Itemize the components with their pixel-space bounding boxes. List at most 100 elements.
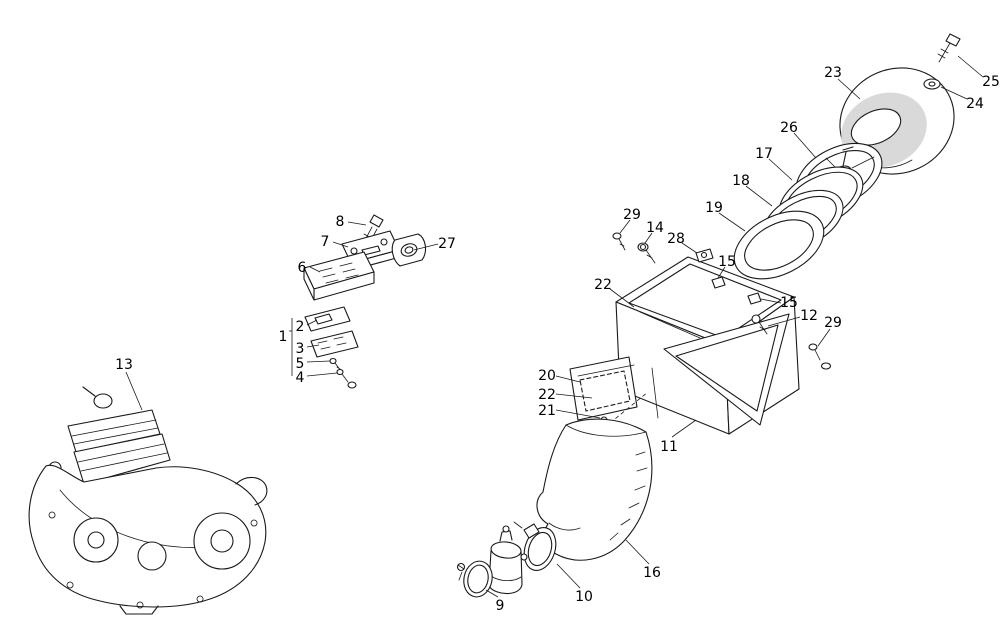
clip28-hole — [700, 251, 708, 259]
part-box-bolt-12 — [751, 314, 768, 335]
part-label-7: 7 — [321, 234, 330, 250]
leader-21 — [555, 409, 601, 419]
reed-gasket-window — [314, 313, 333, 325]
leader-28 — [681, 242, 698, 254]
part-label-9: 9 — [496, 598, 505, 614]
part-label-1: 1 — [279, 329, 288, 345]
carb-side-nub — [520, 553, 528, 561]
carb-fitting-nut — [502, 525, 510, 533]
part-filter-washer-24 — [923, 78, 941, 90]
part-label-19: 19 — [705, 200, 723, 216]
part-carburetor-clamp — [456, 560, 493, 598]
bolt12-shaft — [758, 321, 768, 335]
part-label-6: 6 — [298, 260, 307, 276]
part-label-8: 8 — [336, 214, 345, 230]
leader-12 — [767, 316, 801, 327]
carb-clamp-inner — [467, 564, 489, 594]
airbox-rim-inner — [628, 263, 782, 339]
part-label-22b: 22 — [538, 387, 556, 403]
leader-14 — [644, 232, 653, 244]
cover-plate-fold — [577, 364, 635, 377]
leader-29b — [817, 328, 831, 347]
leader-13 — [125, 371, 143, 411]
part-label-24: 24 — [966, 96, 984, 112]
reed-screw4-head — [336, 368, 344, 376]
part-label-21: 21 — [538, 403, 556, 419]
leader-lines — [125, 55, 984, 598]
part-label-11: 11 — [660, 439, 678, 455]
part-label-25: 25 — [982, 74, 1000, 90]
clip15a-body — [711, 276, 726, 289]
reed-stopper-slots — [317, 336, 347, 350]
part-label-4: 4 — [296, 370, 305, 386]
screw25-head — [945, 33, 961, 47]
engine-bottom-mount — [119, 605, 159, 615]
washer24-hole — [928, 81, 936, 87]
leader-20 — [555, 375, 581, 383]
part-holder-clip-15a — [711, 276, 726, 289]
part-screw-lower-29 — [808, 343, 832, 370]
part-screw-upper-29 — [612, 232, 626, 251]
leader-25 — [957, 55, 984, 78]
screw29b-washer — [820, 362, 832, 370]
part-label-27: 27 — [438, 236, 456, 252]
cover-plate-outline — [569, 356, 638, 421]
screw29a-shaft — [618, 238, 626, 251]
boot-opening-rim — [565, 424, 647, 437]
airbox-interior-lines — [639, 311, 701, 419]
leader-3 — [306, 344, 320, 348]
leader-15b — [760, 298, 782, 304]
leader-8 — [347, 221, 367, 226]
ring19-inner — [744, 219, 814, 271]
part-label-2: 2 — [296, 319, 305, 335]
engine-cylinder — [73, 433, 171, 485]
bolt14-head — [639, 243, 647, 251]
boot-ribs — [609, 451, 648, 541]
reed-cage-petals — [319, 262, 359, 284]
clip15b-body — [747, 292, 762, 305]
part-carburetor — [488, 525, 528, 595]
engine-head-fins — [71, 419, 159, 445]
part-air-box — [615, 256, 800, 435]
engine-plug-lead — [82, 386, 96, 397]
part-labels: 23 25 24 26 17 18 19 29 14 28 15 22 15 1… — [115, 65, 1000, 614]
leader-2 — [306, 319, 318, 326]
engine-cylinder-fins — [77, 443, 168, 472]
leader-19 — [718, 212, 746, 232]
reed-bolt-head — [369, 214, 384, 228]
part-label-17: 17 — [755, 146, 773, 162]
leader-10 — [556, 563, 581, 589]
part-clip-28 — [695, 248, 714, 263]
boot-clamp-screw-housing — [523, 523, 540, 539]
leader-16 — [625, 539, 650, 565]
screw29a-head — [612, 232, 622, 240]
part-label-15b: 15 — [780, 295, 798, 311]
part-label-23: 23 — [824, 65, 842, 81]
leader-18 — [745, 185, 773, 207]
airbox-aperture-inner — [675, 324, 779, 412]
reed-screw4-washer — [347, 381, 357, 389]
part-label-16: 16 — [643, 565, 661, 581]
part-engine — [28, 386, 268, 615]
leader-22b — [555, 393, 593, 399]
leader-11 — [671, 419, 697, 438]
engine-shaft-boss — [137, 541, 167, 571]
leader-23 — [837, 78, 861, 100]
part-label-12: 12 — [800, 308, 818, 324]
part-boot-clamp — [513, 521, 557, 571]
part-label-18: 18 — [732, 173, 750, 189]
engine-crankcase — [28, 464, 267, 608]
screw29b-shaft — [814, 349, 821, 361]
cover-plate-screw-axis — [609, 391, 649, 424]
reed-plate-hole-left — [350, 247, 358, 255]
part-cover-plate — [569, 356, 649, 431]
part-label-28: 28 — [667, 231, 685, 247]
carb-bowl-line — [490, 575, 522, 582]
boot-neck-line — [548, 522, 581, 531]
leader-24 — [940, 86, 968, 100]
part-filter-screw-25 — [937, 33, 961, 63]
bolt12-head — [751, 314, 761, 324]
leader-5 — [306, 360, 331, 363]
reed-cage-left — [303, 267, 315, 301]
